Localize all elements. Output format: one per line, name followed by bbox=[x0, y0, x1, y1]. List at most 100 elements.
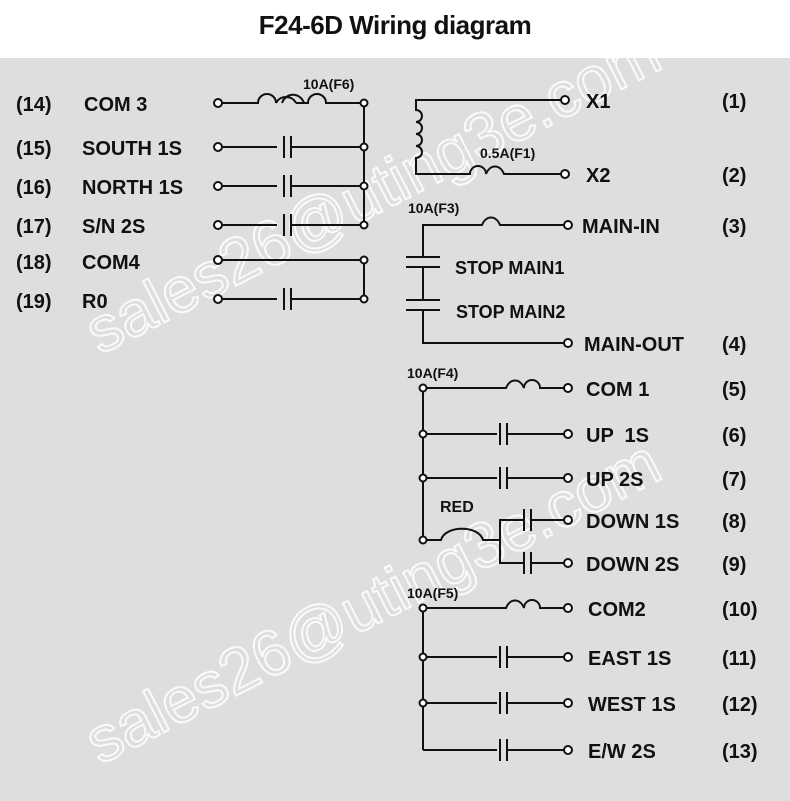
junction-node bbox=[359, 220, 369, 230]
terminal-17-number: (17) bbox=[16, 216, 52, 238]
ew-2s-node bbox=[563, 745, 573, 755]
terminal-15-number: (15) bbox=[16, 138, 52, 160]
junction-node bbox=[359, 142, 369, 152]
main-out-wire bbox=[422, 310, 568, 344]
terminal-6-number: (6) bbox=[722, 425, 746, 447]
junction-node bbox=[418, 473, 428, 483]
fuse-f4-label: 10A(F4) bbox=[407, 365, 458, 381]
terminal-17-node bbox=[213, 220, 223, 230]
south-1s-wire bbox=[218, 136, 364, 158]
fuse-f5-label: 10A(F5) bbox=[407, 585, 458, 601]
down-2s-node bbox=[563, 558, 573, 568]
com2-label: COM2 bbox=[588, 599, 646, 621]
transformer-block: 0.5A(F1) X1 X2 bbox=[415, 91, 610, 187]
east-1s-node bbox=[563, 652, 573, 662]
up-1s-wire bbox=[423, 423, 568, 445]
x2-node bbox=[560, 169, 570, 179]
left-terminal-block: (14) COM 3 (15) SOUTH 1S (16) NORTH 1S (… bbox=[16, 76, 369, 313]
terminal-14-label: COM 3 bbox=[84, 94, 147, 116]
terminal-5-number: (5) bbox=[722, 379, 746, 401]
com1-group: 10A(F4) RED COM 1 UP 1S UP 2S DOWN 1S DO… bbox=[407, 365, 679, 576]
junction-node bbox=[418, 535, 428, 545]
com1-label: COM 1 bbox=[586, 379, 649, 401]
down-2s-label: DOWN 2S bbox=[586, 554, 679, 576]
stop-main1-label: STOP MAIN1 bbox=[455, 258, 564, 278]
ew-2s-label: E/W 2S bbox=[588, 741, 656, 763]
terminal-18-node bbox=[213, 255, 223, 265]
sn-2s-wire bbox=[218, 214, 364, 236]
terminal-13-number: (13) bbox=[722, 741, 758, 763]
junction-node bbox=[418, 652, 428, 662]
terminal-18-label: COM4 bbox=[82, 252, 141, 274]
fuse-f6-icon bbox=[281, 93, 305, 104]
terminal-19-node bbox=[213, 294, 223, 304]
terminal-9-number: (9) bbox=[722, 554, 746, 576]
junction-node bbox=[418, 698, 428, 708]
terminal-15-node bbox=[213, 142, 223, 152]
junction-node bbox=[418, 383, 428, 393]
junction-node bbox=[418, 603, 428, 613]
fuse-f1-icon bbox=[485, 165, 565, 175]
terminal-11-number: (11) bbox=[722, 648, 756, 670]
red-fuse-icon bbox=[423, 519, 524, 564]
terminal-2-number: (2) bbox=[722, 165, 746, 187]
main-out-label: MAIN-OUT bbox=[584, 334, 684, 356]
terminal-14-node bbox=[213, 98, 223, 108]
down-2s-contact bbox=[523, 552, 568, 574]
fuse-f6-label: 10A(F6) bbox=[303, 76, 354, 92]
com1-wire bbox=[422, 379, 568, 540]
terminal-3-number: (3) bbox=[722, 216, 746, 238]
down-1s-label: DOWN 1S bbox=[586, 511, 679, 533]
terminal-19-number: (19) bbox=[16, 291, 52, 313]
diagram-panel bbox=[0, 58, 790, 801]
terminal-14-number: (14) bbox=[16, 94, 52, 116]
terminal-17-label: S/N 2S bbox=[82, 216, 145, 238]
terminal-12-number: (12) bbox=[722, 694, 758, 716]
up-1s-label: UP 1S bbox=[586, 425, 649, 447]
fuse-f1-label: 0.5A(F1) bbox=[480, 145, 535, 161]
junction-node bbox=[359, 181, 369, 191]
terminal-19-label: R0 bbox=[82, 291, 108, 313]
junction-node bbox=[418, 429, 428, 439]
stop-main2-label: STOP MAIN2 bbox=[456, 302, 565, 322]
east-1s-wire bbox=[423, 646, 568, 668]
com2-group: 10A(F5) COM2 EAST 1S WEST 1S E/W 2S bbox=[407, 585, 676, 763]
terminal-15-label: SOUTH 1S bbox=[82, 138, 182, 160]
terminal-18-number: (18) bbox=[16, 252, 52, 274]
com2-node bbox=[563, 603, 573, 613]
down-1s-node bbox=[563, 515, 573, 525]
north-1s-wire bbox=[218, 175, 364, 197]
up-1s-node bbox=[563, 429, 573, 439]
x1-node bbox=[560, 95, 570, 105]
x2-label: X2 bbox=[586, 165, 610, 187]
right-terminal-numbers: (1) (2) (3) (4) (5) (6) (7) (8) (9) (10)… bbox=[722, 91, 758, 763]
terminal-8-number: (8) bbox=[722, 511, 746, 533]
west-1s-node bbox=[563, 698, 573, 708]
fuse-f3-label: 10A(F3) bbox=[408, 200, 459, 216]
terminal-16-label: NORTH 1S bbox=[82, 177, 183, 199]
main-contactor-block: 10A(F3) MAIN-IN MAIN-OUT STOP MAIN1 STOP… bbox=[406, 200, 684, 356]
com1-node bbox=[563, 383, 573, 393]
stop-main1-contact bbox=[406, 256, 440, 268]
terminal-16-number: (16) bbox=[16, 177, 52, 199]
watermark-lower: sales26@uting3e.com bbox=[74, 425, 672, 777]
main-in-wire bbox=[422, 216, 568, 257]
com2-wire bbox=[422, 599, 568, 750]
terminal-7-number: (7) bbox=[722, 469, 746, 491]
up-2s-wire bbox=[423, 467, 568, 489]
west-1s-label: WEST 1S bbox=[588, 694, 676, 716]
r0-wire bbox=[218, 288, 364, 310]
main-out-node bbox=[563, 338, 573, 348]
ew-2s-wire bbox=[423, 739, 568, 761]
main-in-label: MAIN-IN bbox=[582, 216, 660, 238]
junction-node bbox=[359, 294, 369, 304]
terminal-1-number: (1) bbox=[722, 91, 746, 113]
red-fuse-label: RED bbox=[440, 499, 474, 516]
terminal-16-node bbox=[213, 181, 223, 191]
down-1s-contact bbox=[523, 509, 568, 531]
up-2s-label: UP 2S bbox=[586, 469, 643, 491]
diagram-title: F24-6D Wiring diagram bbox=[258, 10, 532, 40]
terminal-4-number: (4) bbox=[722, 334, 746, 356]
junction-node bbox=[359, 255, 369, 265]
